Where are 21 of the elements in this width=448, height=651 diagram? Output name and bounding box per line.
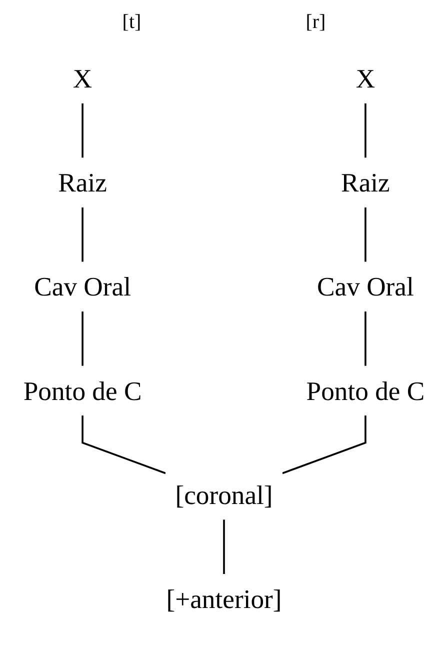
node-text: Cav Oral [317,272,414,302]
node-text: X [72,63,92,94]
connector [223,520,225,574]
connector [364,311,366,366]
node-text: [+anterior] [166,584,282,614]
connector [282,416,366,474]
connector [364,207,366,262]
node-text: Cav Oral [34,272,131,302]
connector [82,311,84,366]
node-text: X [356,63,376,94]
column-heading: [t] [122,10,142,34]
node-text: [coronal] [175,480,273,510]
connector [82,103,84,158]
node-text: Raiz [58,167,107,198]
connector [364,103,366,158]
node-text: Ponto de C [23,376,142,406]
node-text: Ponto de C [306,376,425,406]
connector [82,416,166,474]
node-text: Raiz [341,167,390,198]
connector [82,207,84,262]
column-heading: [r] [306,10,326,34]
